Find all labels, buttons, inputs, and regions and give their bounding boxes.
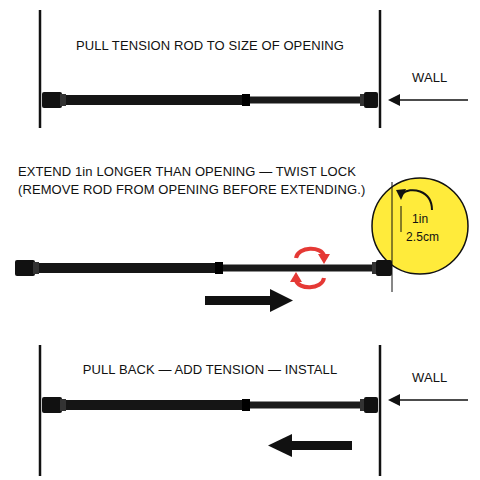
dimension-label: 2.5cm xyxy=(406,229,439,245)
dimension-label: 1in xyxy=(412,211,428,227)
panel-three xyxy=(40,345,468,476)
step-note: (REMOVE ROD FROM OPENING BEFORE EXTENDIN… xyxy=(18,182,365,198)
wall-label: WALL xyxy=(412,370,447,386)
step-instruction: PULL BACK — ADD TENSION — INSTALL xyxy=(83,362,337,378)
panel-one xyxy=(40,10,468,128)
wall-label: WALL xyxy=(412,70,447,86)
step-instruction: EXTEND 1in LONGER THAN OPENING — TWIST L… xyxy=(18,164,356,180)
step-instruction: PULL TENSION ROD TO SIZE OF OPENING xyxy=(76,38,344,54)
panel-two xyxy=(15,178,468,312)
